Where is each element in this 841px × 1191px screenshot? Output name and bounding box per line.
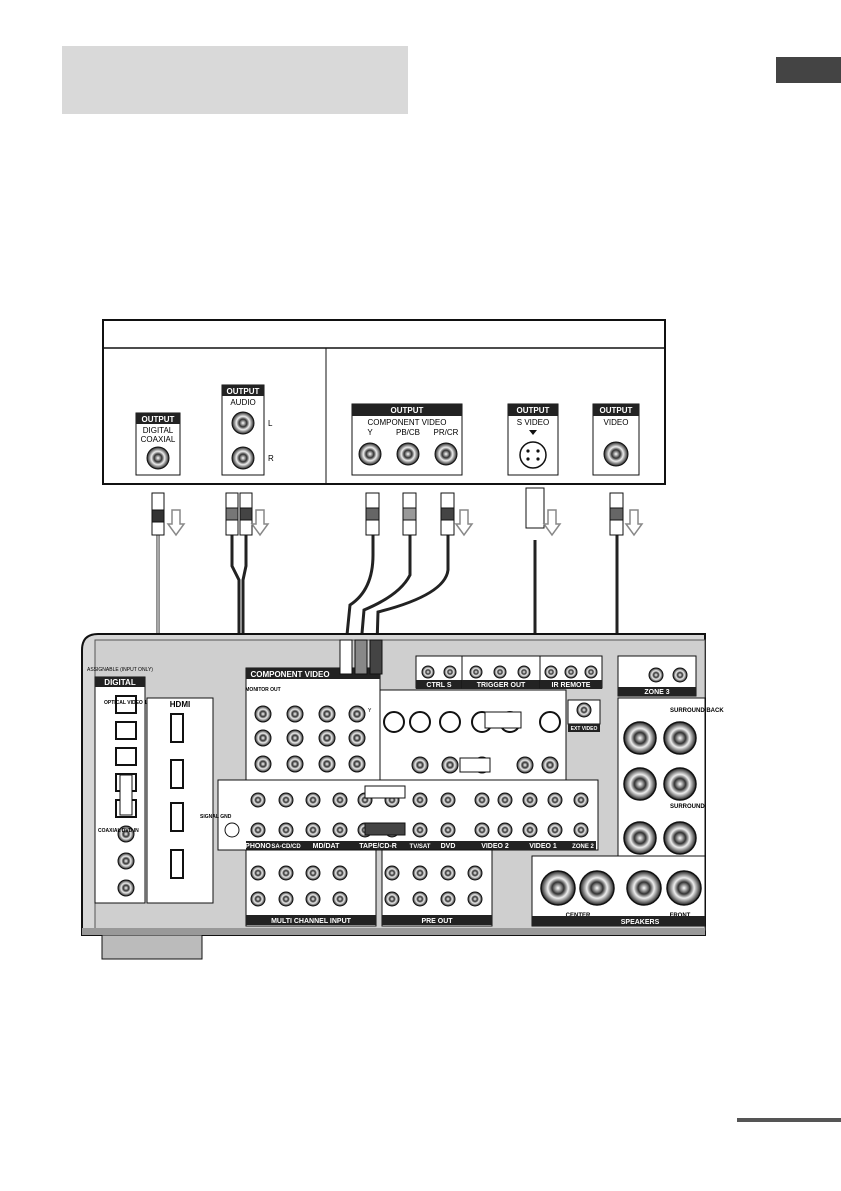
audio-r-label: R — [268, 454, 274, 463]
optical-video1-label: OPTICAL VIDEO 1 IN — [104, 700, 154, 706]
inserted-plugs — [119, 639, 522, 836]
md-dat-label: MD/DAT — [313, 843, 340, 850]
component-pb-label: PB/CB — [396, 428, 420, 437]
plugs — [151, 487, 624, 536]
svideo-label: S VIDEO — [517, 418, 549, 427]
component-y-jack — [358, 442, 382, 466]
coax-output-header: OUTPUT — [142, 415, 175, 424]
receiver-component-section: COMPONENT VIDEO MONITOR OUT Y — [245, 667, 381, 781]
component-pr-label: PR/CR — [434, 428, 459, 437]
svideo-output-block: OUTPUT S VIDEO — [507, 403, 559, 476]
zone2-label: ZONE 2 — [572, 844, 594, 850]
chapter-tab — [776, 57, 841, 83]
audio-l-jack — [231, 411, 255, 435]
monitor-out-col: MONITOR OUT — [245, 687, 280, 693]
dvd-player-panel — [102, 319, 666, 485]
surround-label: SURROUND — [670, 804, 705, 810]
trigger-out-label: TRIGGER OUT — [477, 682, 526, 689]
zone3-label: ZONE 3 — [644, 689, 669, 696]
surround-back-label: SURROUND BACK — [670, 708, 724, 714]
video-output-block: OUTPUT VIDEO — [592, 403, 640, 476]
component-output-header: OUTPUT — [391, 406, 424, 415]
multi-channel-input-label: MULTI CHANNEL INPUT — [271, 918, 352, 925]
ir-remote-label: IR REMOTE — [552, 682, 591, 689]
video2-label: VIDEO 2 — [481, 843, 509, 850]
audio-output-block: OUTPUT AUDIO L R — [221, 384, 274, 476]
ctrl-s-label: CTRL S — [426, 682, 451, 689]
component-video-label: COMPONENT VIDEO — [250, 670, 329, 679]
audio-l-label: L — [268, 419, 273, 428]
component-pr-jack — [434, 442, 458, 466]
audio-output-header: OUTPUT — [227, 387, 260, 396]
dvd-label: DVD — [441, 843, 456, 850]
video1-label: VIDEO 1 — [529, 843, 557, 850]
component-y-label: Y — [367, 428, 373, 437]
audio-label: AUDIO — [230, 398, 255, 407]
component-pb-jack — [396, 442, 420, 466]
hdmi-section: HDMI — [146, 697, 214, 904]
coaxial-output-block: OUTPUT DIGITAL COAXIAL — [135, 412, 181, 476]
hdmi-label: HDMI — [170, 700, 190, 709]
tv-sat-label: TV/SAT — [410, 844, 431, 850]
video-label: VIDEO — [604, 418, 629, 427]
tape-cdr-label: TAPE/CD-R — [359, 843, 397, 850]
video-jack — [603, 441, 629, 467]
assignable-label: ASSIGNABLE (INPUT ONLY) — [87, 667, 153, 673]
multi-channel-section: MULTI CHANNEL INPUT PRE OUT — [245, 849, 493, 927]
svideo-jack — [519, 441, 547, 469]
phono-label: PHONO — [245, 843, 271, 850]
ext-video-label: EXT VIDEO — [571, 726, 598, 732]
video-output-header: OUTPUT — [600, 406, 633, 415]
coax-line-2: COAXIAL — [141, 435, 176, 444]
coaxial-dvd-label: COAXIAL DVD IN — [98, 828, 139, 834]
pre-out-label: PRE OUT — [421, 918, 453, 925]
component-label: COMPONENT VIDEO — [368, 418, 447, 427]
speakers-label: SPEAKERS — [621, 919, 660, 926]
control-section: CTRL S TRIGGER OUT IR REMOTE ZONE 3 — [415, 655, 697, 697]
signal-gnd-label: SIGNAL GND — [200, 814, 232, 820]
audio-r-jack — [231, 446, 255, 470]
continued-bar — [737, 1118, 841, 1122]
digital-label: DIGITAL — [104, 678, 136, 687]
section-header-box — [62, 46, 408, 114]
signal-flow-arrows — [166, 509, 644, 537]
sacd-label: SA-CD/CD — [271, 844, 301, 850]
svideo-output-header: OUTPUT — [517, 406, 550, 415]
coax-line-1: DIGITAL — [143, 426, 174, 435]
row-y: Y — [368, 708, 372, 714]
component-output-block: OUTPUT COMPONENT VIDEO Y PB/CB PR/CR — [351, 403, 463, 476]
coax-jack — [146, 446, 170, 470]
speakers-section: CENTER FRONT SPEAKERS SURROUND BACK SURR… — [531, 697, 724, 927]
analog-audio-section: PHONO SA-CD/CD MD/DAT TAPE/CD-R TV/SAT D… — [200, 779, 599, 851]
